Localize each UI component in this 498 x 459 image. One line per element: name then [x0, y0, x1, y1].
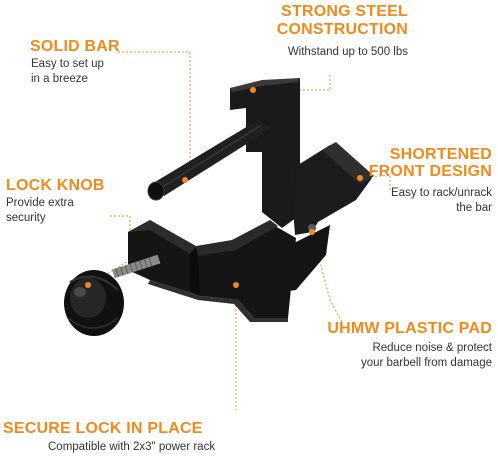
strong-steel-title-line1: STRONG STEEL — [281, 3, 408, 20]
shortened-front-desc-line1: Easy to rack/unrack — [391, 187, 492, 199]
upright-plate — [230, 78, 300, 228]
shortened-front-title-line2: FRONT DESIGN — [368, 163, 492, 180]
lock-knob-desc-line2: security — [6, 212, 46, 224]
secure-lock-desc: Compatible with 2x3" power rack — [48, 441, 216, 453]
shortened-front-desc-line2: the bar — [456, 202, 492, 214]
uhmw-pad-title: UHMW PLASTIC PAD — [327, 320, 492, 337]
callout-dots — [85, 87, 363, 288]
solid-bar-desc-line2: in a breeze — [31, 73, 88, 85]
solid-bar — [150, 120, 272, 196]
front-plate — [290, 145, 372, 235]
shortened-front-title-line1: SHORTENED — [389, 146, 492, 163]
threaded-rod — [111, 254, 161, 279]
strong-steel-title-line2: CONSTRUCTION — [276, 21, 408, 38]
c-bracket — [128, 220, 296, 318]
lock-knob-title: LOCK KNOB — [6, 177, 105, 194]
lock-knob — [64, 270, 124, 336]
solid-bar-desc-line1: Easy to set up — [31, 58, 104, 70]
uhmw-pad-desc-line2: your barbell from damage — [360, 357, 492, 369]
uhmw-pad-desc-line1: Reduce noise & protect — [372, 342, 492, 354]
solid-bar-title: SOLID BAR — [30, 38, 120, 55]
strong-steel-desc: Withstand up to 500 lbs — [287, 46, 408, 58]
uhmw-pad — [282, 225, 330, 292]
secure-lock-title: SECURE LOCK IN PLACE — [3, 420, 203, 437]
lock-knob-desc-line1: Provide extra — [6, 197, 74, 209]
